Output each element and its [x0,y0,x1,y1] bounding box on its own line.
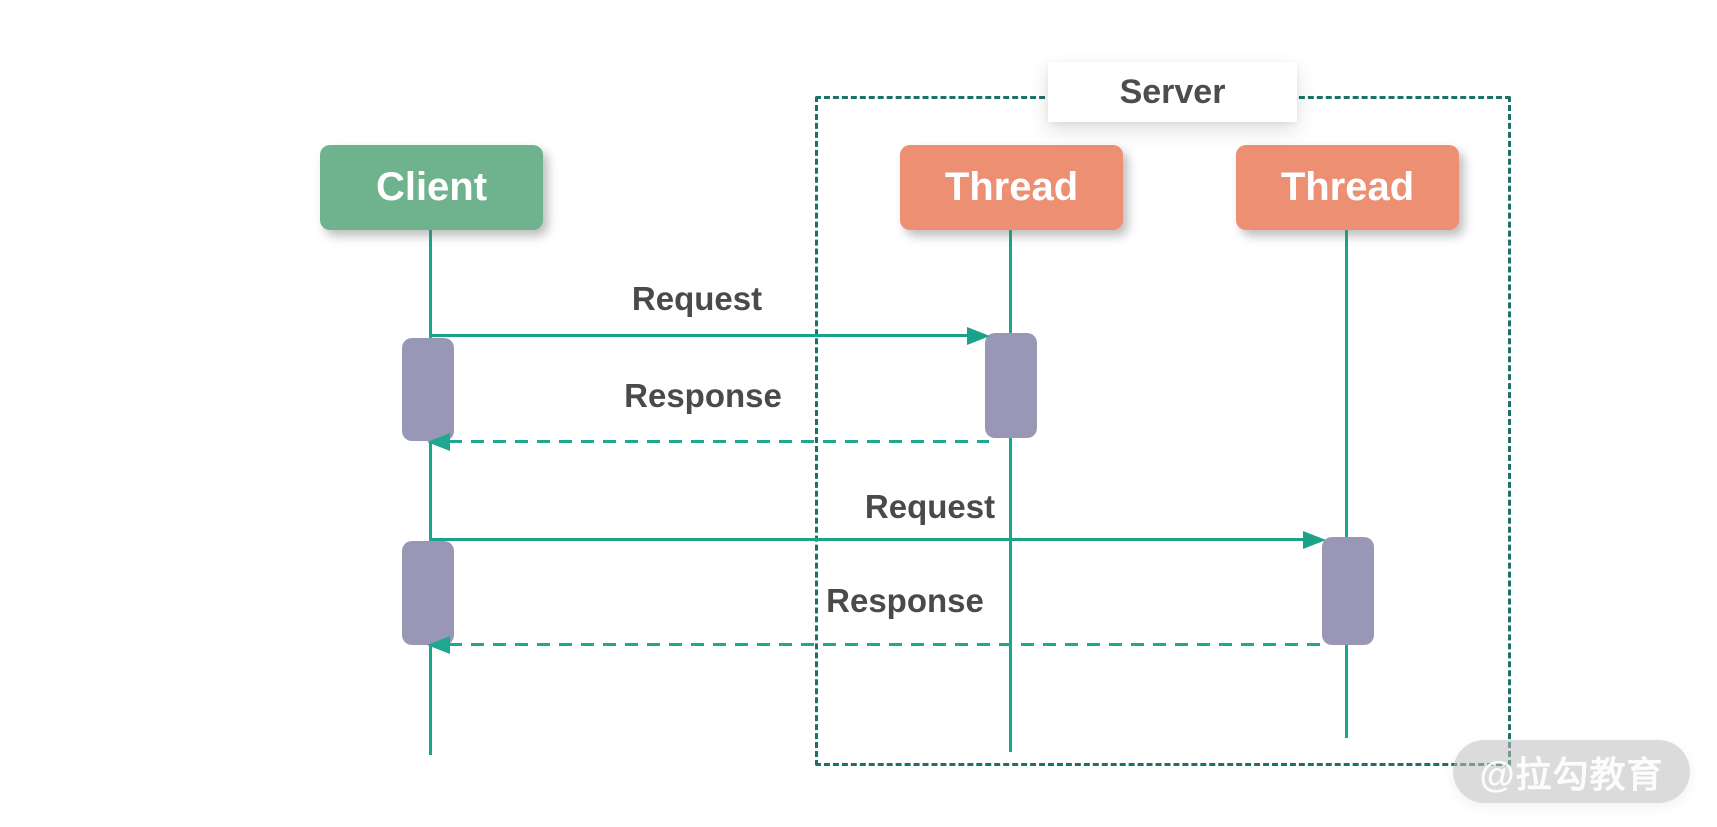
message-label-request-2: Request [864,488,996,525]
actor-label-thread-2: Thread [1280,165,1415,209]
actor-label-thread-1: Thread [944,165,1079,209]
arrowhead-right-icon [967,327,990,345]
watermark-text: @拉勾教育 [1479,753,1664,795]
actor-label-client: Client [375,165,488,209]
thread2-lifeline [1345,228,1348,738]
message-line-request-2 [432,538,1305,541]
arrowhead-left-icon [427,433,450,451]
server-label-text: Server [1119,72,1226,111]
arrowhead-right-icon [1303,531,1326,549]
message-label-request-1: Request [631,280,763,317]
watermark-badge: @拉勾教育 [1453,740,1690,803]
activation-bar-thread1 [985,333,1037,438]
actor-box-thread-1: Thread [900,145,1123,230]
message-label-response-1: Response [624,377,782,414]
message-line-request-1 [432,334,969,337]
server-boundary-label: Server [1048,62,1297,122]
message-line-response-2 [449,643,1325,646]
activation-bar-thread2 [1322,537,1374,645]
actor-box-client: Client [320,145,543,230]
arrowhead-left-icon [427,636,450,654]
activation-bar-client-1 [402,338,454,441]
actor-box-thread-2: Thread [1236,145,1459,230]
client-lifeline [429,228,432,755]
message-line-response-1 [449,440,989,443]
activation-bar-client-2 [402,541,454,645]
message-label-response-2: Response [826,582,984,619]
thread1-lifeline [1009,228,1012,752]
